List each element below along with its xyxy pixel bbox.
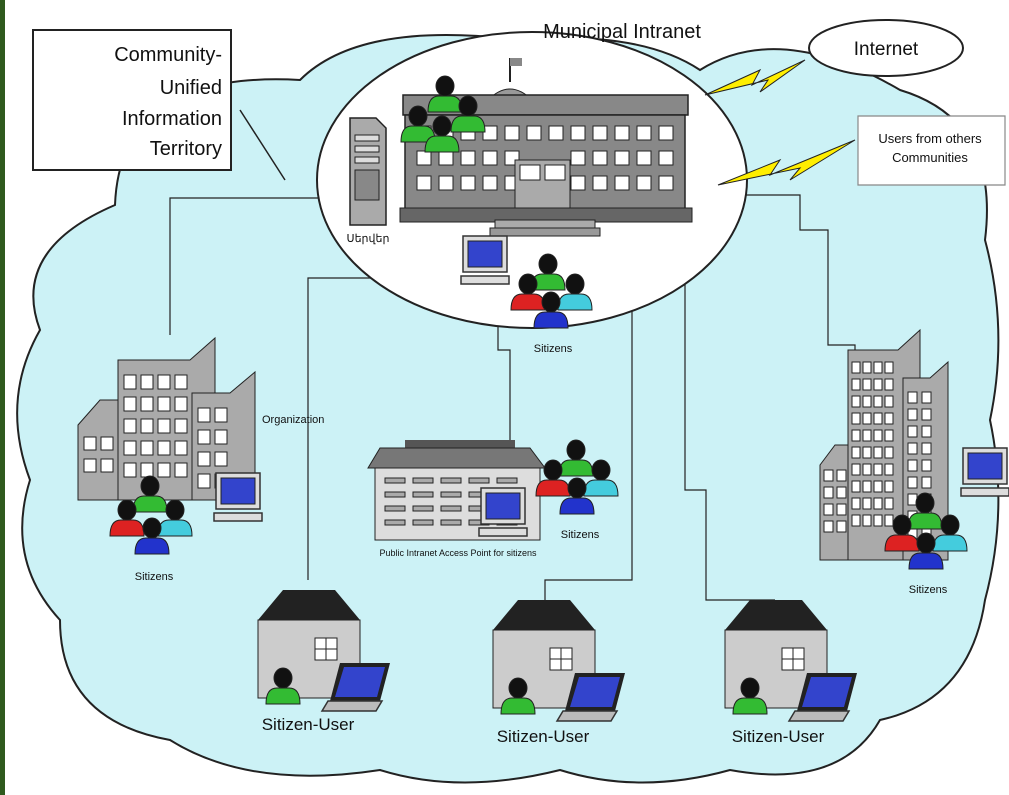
right-tower-building <box>819 328 949 561</box>
public-access-label: Public Intranet Access Point for sitizen… <box>379 548 537 558</box>
house-user-2 <box>492 600 626 722</box>
territory-label-line-2: Unified <box>160 77 222 99</box>
internet-node: Internet <box>808 19 964 77</box>
community-cloud <box>16 34 1000 784</box>
public-access-building <box>367 440 546 541</box>
citizens-label-organization: Sitizens <box>135 571 174 583</box>
house-user-label-3: Sitizen-User <box>732 727 825 746</box>
house-user-1 <box>257 590 391 712</box>
house-user-label-2: Sitizen-User <box>497 727 590 746</box>
organization-building <box>77 336 256 501</box>
right-workstation <box>960 447 1009 497</box>
organization-workstation <box>213 472 263 522</box>
territory-label-line-1: Community- <box>114 44 222 66</box>
lightning-communities <box>717 139 856 186</box>
house-user-label-1: Sitizen-User <box>262 715 355 734</box>
other-communities-node: Users from others Communities <box>857 115 1006 186</box>
other-communities-label-line-1: Users from others <box>878 131 982 146</box>
hall-workstation <box>460 235 510 285</box>
organization-label: Organization <box>262 414 324 426</box>
citizens-label-public: Sitizens <box>561 529 600 541</box>
server-icon <box>349 117 387 226</box>
lightning-internet <box>704 59 806 96</box>
citizens-label-right: Sitizens <box>909 584 948 596</box>
diagram-title: Municipal Intranet <box>543 21 701 43</box>
citizens-label-hall: Sitizens <box>534 343 573 355</box>
territory-label-line-4: Territory <box>150 138 222 160</box>
territory-label-line-3: Information <box>122 108 222 130</box>
other-communities-label-line-2: Communities <box>892 150 968 165</box>
internet-label: Internet <box>854 39 919 60</box>
territory-callout: Community- Unified Information Territory <box>32 29 286 181</box>
server-label: Սերվեր <box>347 233 390 245</box>
house-user-3 <box>724 600 858 722</box>
